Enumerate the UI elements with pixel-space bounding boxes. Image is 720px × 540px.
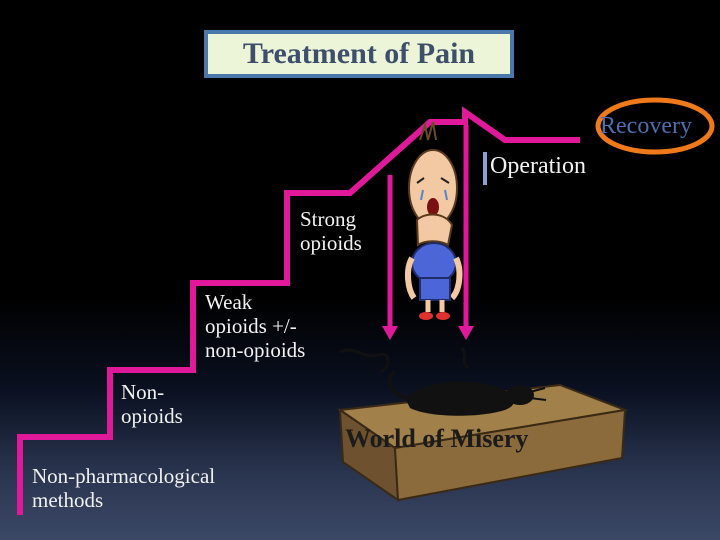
step-non-pharmacological: Non-pharmacological methods [32, 464, 262, 512]
step-label-line: Strong [300, 207, 357, 231]
slide-title: Treatment of Pain [204, 30, 514, 78]
down-arrow-icon [458, 125, 474, 340]
step-label-line: Weak [205, 290, 253, 314]
step-label-line: opioids [300, 231, 362, 255]
bed-label: World of Misery [345, 424, 529, 453]
bed-front-right [393, 408, 627, 502]
step-operation: Operation [490, 153, 586, 179]
step-label-line: Non- [121, 380, 165, 404]
stair-line [17, 106, 580, 515]
step-non-opioids: Non- opioids [121, 380, 241, 428]
crying-child-icon [404, 121, 463, 320]
step-label-line: non-opioids [205, 338, 306, 362]
step-strong-opioids: Strong opioids [300, 207, 390, 255]
cat-icon [387, 370, 547, 416]
bed [337, 383, 629, 502]
step-weak-opioids: Weak opioids +/- non-opioids [205, 290, 345, 362]
step-label-line: Non-pharmacological [32, 464, 216, 488]
down-arrow-icon [382, 175, 398, 340]
vine-left-icon [339, 348, 390, 374]
vine-right-icon [460, 347, 470, 370]
recovery-highlight-ring [595, 97, 715, 155]
step-recovery: Recovery [600, 113, 692, 139]
operation-marker [483, 152, 487, 185]
step-label-line: opioids [121, 404, 183, 428]
step-label-line: methods [32, 488, 104, 512]
step-label-line: opioids +/- [205, 314, 297, 338]
